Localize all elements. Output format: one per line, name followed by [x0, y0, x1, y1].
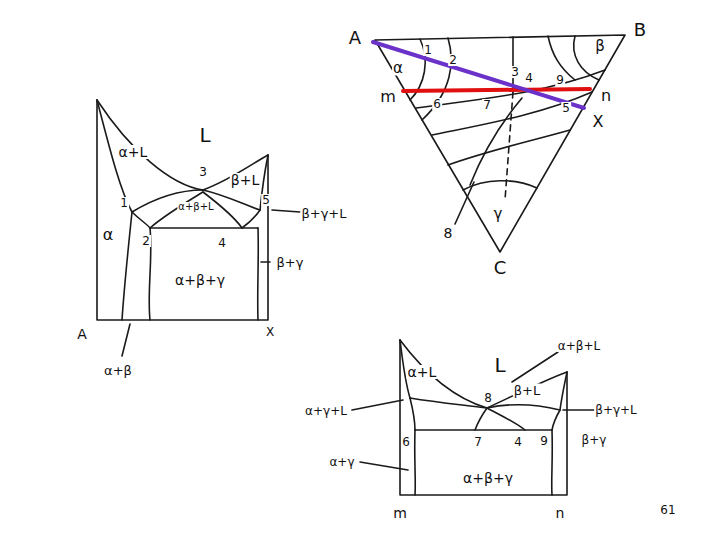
diagram-label: 4: [524, 72, 534, 84]
solvus: [122, 212, 132, 320]
section-line-ax: [373, 42, 584, 108]
diagram-label: 3: [510, 66, 520, 78]
diagram-label: B: [633, 21, 647, 39]
phase-boundary: [410, 398, 415, 430]
diagram-label: 6: [432, 98, 442, 110]
leader-line: [360, 462, 408, 470]
phase-boundary: [487, 408, 525, 430]
diagram-label: X: [265, 326, 275, 338]
solvus: [551, 430, 553, 495]
diagram-label: 1: [423, 44, 433, 56]
diagram-label: γ: [493, 207, 504, 222]
diagram-label: α+L: [407, 365, 438, 379]
phase-boundary: [422, 38, 451, 120]
diagram-label: 3: [198, 166, 208, 178]
diagram-label: β+γ: [276, 256, 305, 269]
diagram-label: 7: [482, 99, 492, 111]
leader-line: [352, 400, 403, 410]
liquidus: [97, 100, 268, 190]
phase-boundary: [560, 372, 567, 410]
diagram-label: 6: [401, 436, 411, 448]
eutectic-line: [415, 429, 552, 431]
diagram-label: α+γ+L: [304, 405, 348, 417]
diagram-label: β: [594, 39, 606, 54]
diagram-label: 4: [217, 237, 227, 249]
diagram-label: 2: [141, 235, 151, 247]
phase-boundary: [410, 398, 487, 408]
diagram-label: α+γ: [328, 456, 355, 468]
diagram-label: C: [493, 259, 508, 277]
diagram-label: 5: [561, 102, 571, 114]
diagram-label: 7: [473, 436, 483, 448]
diagram-label: A: [76, 327, 88, 341]
diagram-label: 2: [448, 54, 458, 66]
diagram-label: A: [348, 29, 362, 47]
diagram-label: α+β+γ: [462, 471, 514, 485]
diagram-label: 4: [513, 436, 523, 448]
ternary-triangle: [375, 35, 625, 252]
diagram-label: 8: [483, 392, 493, 404]
phase-boundary: [475, 408, 487, 430]
diagram-label: X: [592, 114, 605, 130]
leader-line: [272, 210, 300, 212]
diagram-label: m: [392, 506, 408, 520]
solvus: [257, 228, 259, 320]
phase-boundary: [552, 410, 560, 430]
diagram-label: α: [392, 61, 404, 76]
section-line-mn: [403, 89, 590, 91]
diagram-label: 1: [119, 197, 129, 209]
diagram-label: α+β+L: [177, 202, 214, 212]
solvus: [414, 430, 416, 495]
diagram-label: β+γ+L: [300, 207, 347, 220]
diagram-label: α+L: [118, 145, 149, 159]
leader-line: [512, 352, 558, 382]
phase-boundary: [470, 98, 522, 185]
section-frame: [400, 340, 567, 495]
diagram-label: n: [600, 88, 612, 104]
phase-boundary: [132, 212, 150, 228]
diagram-label: 5: [261, 194, 271, 206]
phase-boundary: [242, 210, 260, 228]
diagram-label: L: [198, 125, 211, 145]
diagram-label: 9: [555, 74, 565, 86]
section-frame: [97, 100, 268, 320]
diagram-label: β+L: [513, 384, 541, 397]
diagram-label: α+β: [103, 364, 133, 377]
diagram-label: 9: [539, 435, 549, 447]
leader-line: [455, 182, 474, 224]
leader-line: [563, 409, 594, 411]
diagram-label: α+β+L: [557, 340, 601, 352]
diagram-label: β+γ+L: [594, 404, 638, 416]
liquidus: [400, 340, 567, 408]
diagram-label: 61: [659, 504, 676, 516]
diagram-label: β+γ: [581, 434, 608, 446]
diagram-label: n: [555, 506, 566, 520]
leader-line: [122, 324, 130, 356]
leader-line: [261, 261, 270, 263]
diagram-label: α+β+γ: [174, 273, 226, 287]
dashed-valley: [505, 92, 513, 200]
diagram-label: β+L: [230, 173, 260, 187]
diagram-label: L: [493, 355, 506, 375]
diagram-label: 8: [443, 226, 454, 240]
diagram-label: m: [379, 89, 397, 105]
phase-boundary: [487, 405, 560, 410]
diagram-label: α: [102, 227, 115, 243]
